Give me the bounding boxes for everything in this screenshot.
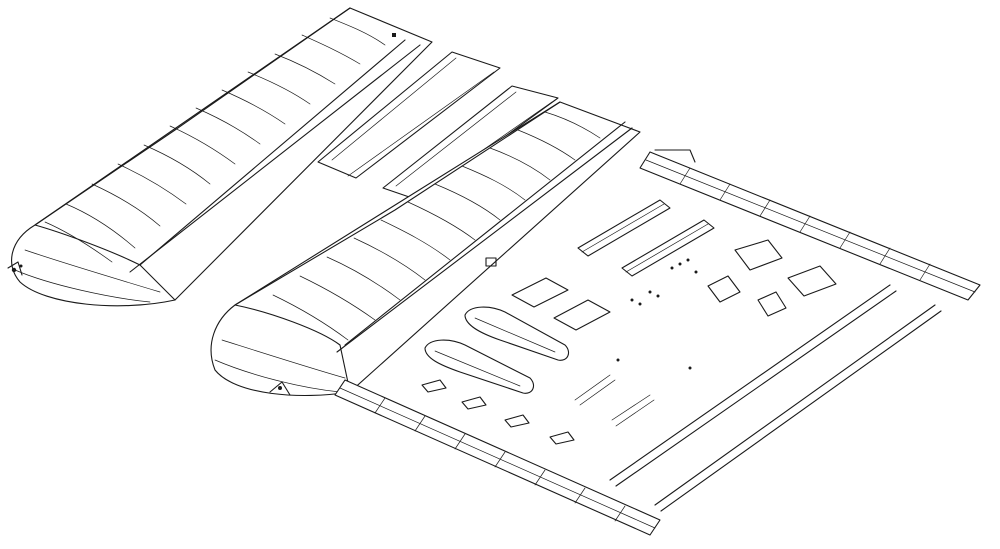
bracket-rail-2 [621, 219, 715, 277]
top-strip-segments [679, 167, 931, 281]
hardware-dots [616, 258, 698, 370]
left-wing-ribs [44, 17, 386, 263]
servo-mount-1 [707, 275, 741, 303]
top-right-segmented-strip [639, 149, 981, 301]
bottom-strip-segments [374, 397, 626, 522]
right-wing-panel [210, 101, 641, 397]
long-rods [609, 284, 942, 512]
pushrods [574, 374, 655, 427]
small-brackets [421, 379, 575, 445]
bottom-segmented-strip [334, 379, 661, 536]
plate-2 [553, 299, 611, 331]
mount-bracket-2 [787, 265, 837, 297]
fuselage-tray-1 [464, 306, 570, 361]
plate-1 [511, 277, 569, 308]
mount-bracket-1 [734, 239, 783, 271]
left-wing-panel [7, 7, 433, 307]
bracket-rail-1 [577, 199, 671, 257]
servo-mount-2 [757, 291, 787, 317]
left-flap-strip [317, 51, 501, 179]
right-wing-ribs [272, 111, 601, 341]
fuselage-tray-2 [424, 339, 535, 394]
